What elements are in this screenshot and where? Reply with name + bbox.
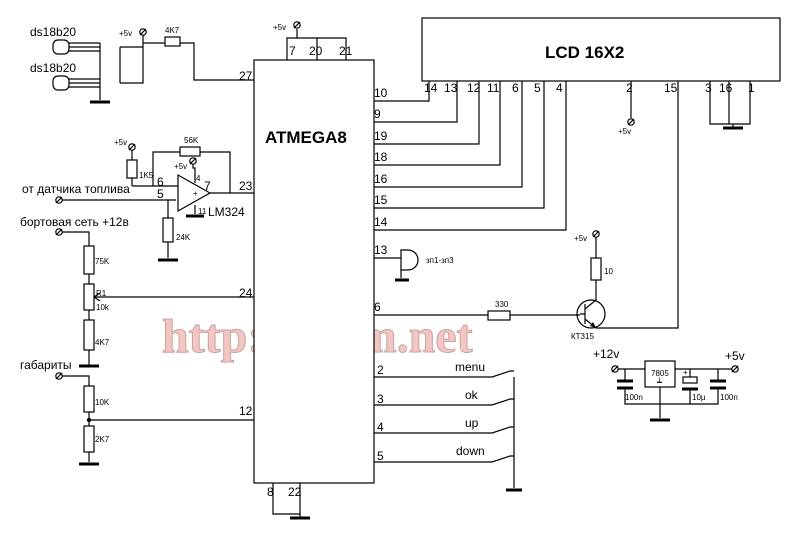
mcu-pin-12: 12 xyxy=(239,404,253,418)
mcu-pin-3: 3 xyxy=(377,392,384,406)
regulator-label: 7805 xyxy=(651,369,669,378)
sensor2-label: ds18b20 xyxy=(30,61,76,75)
lcd-pin-4: 4 xyxy=(556,81,563,95)
mcu-pin-6: 6 xyxy=(374,300,381,314)
label-v5-top: +5v xyxy=(273,23,286,32)
mcu-title: ATMEGA8 xyxy=(265,128,347,147)
opamp-pin6: 6 xyxy=(157,175,164,189)
sensor1-label: ds18b20 xyxy=(30,25,76,39)
lcd-display: LCD 16X2 14 13 12 11 6 5 4 2 15 3 16 1 xyxy=(421,17,781,95)
backlight-driver: 330 КТ315 10 +5v xyxy=(374,81,679,341)
sensor1-icon xyxy=(52,39,100,55)
r24k-label: 24K xyxy=(176,233,191,242)
opamp-label: LM324 xyxy=(208,205,245,219)
mcu-ground-bottom xyxy=(272,483,310,520)
opamp-pin7: 7 xyxy=(204,179,211,193)
r330-label: 330 xyxy=(495,300,509,309)
mcu-pin-18: 18 xyxy=(374,150,388,164)
button-menu[interactable]: menu xyxy=(455,360,485,374)
button-down[interactable]: down xyxy=(456,444,485,458)
mcu-pin-7: 7 xyxy=(289,44,296,58)
mcu-pin-23: 23 xyxy=(239,179,253,193)
lcd-pin-15: 15 xyxy=(664,81,678,95)
lcd-pin-11: 11 xyxy=(487,81,500,95)
lights-label: габариты xyxy=(20,358,72,372)
lights-divider: габариты 10K 2K7 xyxy=(20,358,254,466)
c100n-b-label: 100n xyxy=(720,393,738,402)
sensor2-icon xyxy=(52,75,100,91)
r4k7-label: 4K7 xyxy=(95,338,110,347)
c100n-a-label: 100n xyxy=(625,393,643,402)
label-v5-sensor: +5v xyxy=(119,29,132,38)
button-up[interactable]: up xyxy=(465,416,479,430)
lcd-pin-16: 16 xyxy=(719,81,733,95)
power-supply: +12v +5v 7805 ┷ + 100n 10µ 100n xyxy=(593,347,745,422)
lcd-data-wiring: +5v xyxy=(374,81,751,231)
mcu-pin-19: 19 xyxy=(374,129,388,143)
lcd-pin-5: 5 xyxy=(534,81,541,95)
r4k7-top-label: 4K7 xyxy=(165,26,180,35)
mcu-pin-2: 2 xyxy=(377,363,384,377)
lcd-pin-12: 12 xyxy=(467,81,481,95)
mcu-pin-10: 10 xyxy=(374,86,388,100)
lcd-title: LCD 16X2 xyxy=(545,43,624,62)
r1k5-label: 1K5 xyxy=(139,171,154,180)
button-ok[interactable]: ok xyxy=(465,388,479,402)
mcu-atmega8: ATMEGA8 7 20 21 8 22 27 23 24 12 10 9 19… xyxy=(239,44,388,499)
lcd-pin-2: 2 xyxy=(626,81,633,95)
cap-plus: + xyxy=(683,368,688,377)
regulator-mark: ┷ xyxy=(656,377,662,387)
lcd-pin-6: 6 xyxy=(512,81,519,95)
label-v5-transistor: +5v xyxy=(574,234,587,243)
r56k-label: 56K xyxy=(184,136,199,145)
r2k7-label: 2K7 xyxy=(95,435,110,444)
button-panel: menu ok up down xyxy=(374,360,522,492)
v5-label: +5v xyxy=(725,349,745,363)
mcu-pin-15: 15 xyxy=(374,193,388,207)
r10k-pot-label: 10k xyxy=(96,303,110,312)
board-voltage-divider: бортовая сеть +12в 75K R1 10k 4K7 xyxy=(20,215,254,368)
opamp-pin4: 4 xyxy=(196,174,201,183)
mcu-pin-9: 9 xyxy=(374,107,381,121)
buzzer-label: зп1-зп3 xyxy=(426,256,454,265)
opamp-pin11: 11 xyxy=(198,207,207,216)
fuel-label: от датчика топлива xyxy=(22,182,130,196)
buzzer: зп1-зп3 xyxy=(374,249,454,282)
label-v5-lcd: +5v xyxy=(618,127,631,136)
opamp-plus: + xyxy=(193,189,198,198)
mcu-pin-22: 22 xyxy=(288,485,302,499)
fuel-sensor-section: от датчика топлива + 6 5 4 7 11 LM324 56… xyxy=(22,136,254,262)
mcu-pin-5: 5 xyxy=(377,449,384,463)
mcu-pin-27: 27 xyxy=(239,69,253,83)
lcd-pin-3: 3 xyxy=(705,81,712,95)
mcu-pin-13: 13 xyxy=(374,243,388,257)
mcu-pin-16: 16 xyxy=(374,172,388,186)
lcd-pin-13: 13 xyxy=(444,81,458,95)
transistor-label: КТ315 xyxy=(571,332,594,341)
opamp-pin5: 5 xyxy=(157,187,164,201)
temperature-sensors: ds18b20 ds18b20 4K7 +5v xyxy=(30,25,254,104)
v12-label: +12v xyxy=(593,347,619,361)
r1-label: R1 xyxy=(96,289,107,298)
label-v5-opamp: +5v xyxy=(174,162,187,171)
mcu-power-top: +5v xyxy=(273,21,347,60)
c10u-label: 10µ xyxy=(692,393,706,402)
label-v5-fuel: +5v xyxy=(114,138,127,147)
board-net-label: бортовая сеть +12в xyxy=(20,215,129,229)
r75k-label: 75K xyxy=(95,257,110,266)
r10k-label: 10K xyxy=(95,398,110,407)
r10-label: 10 xyxy=(604,267,613,276)
mcu-pin-8: 8 xyxy=(267,485,274,499)
mcu-pin-20: 20 xyxy=(309,44,323,58)
mcu-pin-4: 4 xyxy=(377,420,384,434)
mcu-pin-14: 14 xyxy=(374,215,388,229)
lcd-pin-14: 14 xyxy=(424,81,438,95)
mcu-pin-24: 24 xyxy=(239,286,253,300)
lcd-pin-1: 1 xyxy=(748,81,755,95)
